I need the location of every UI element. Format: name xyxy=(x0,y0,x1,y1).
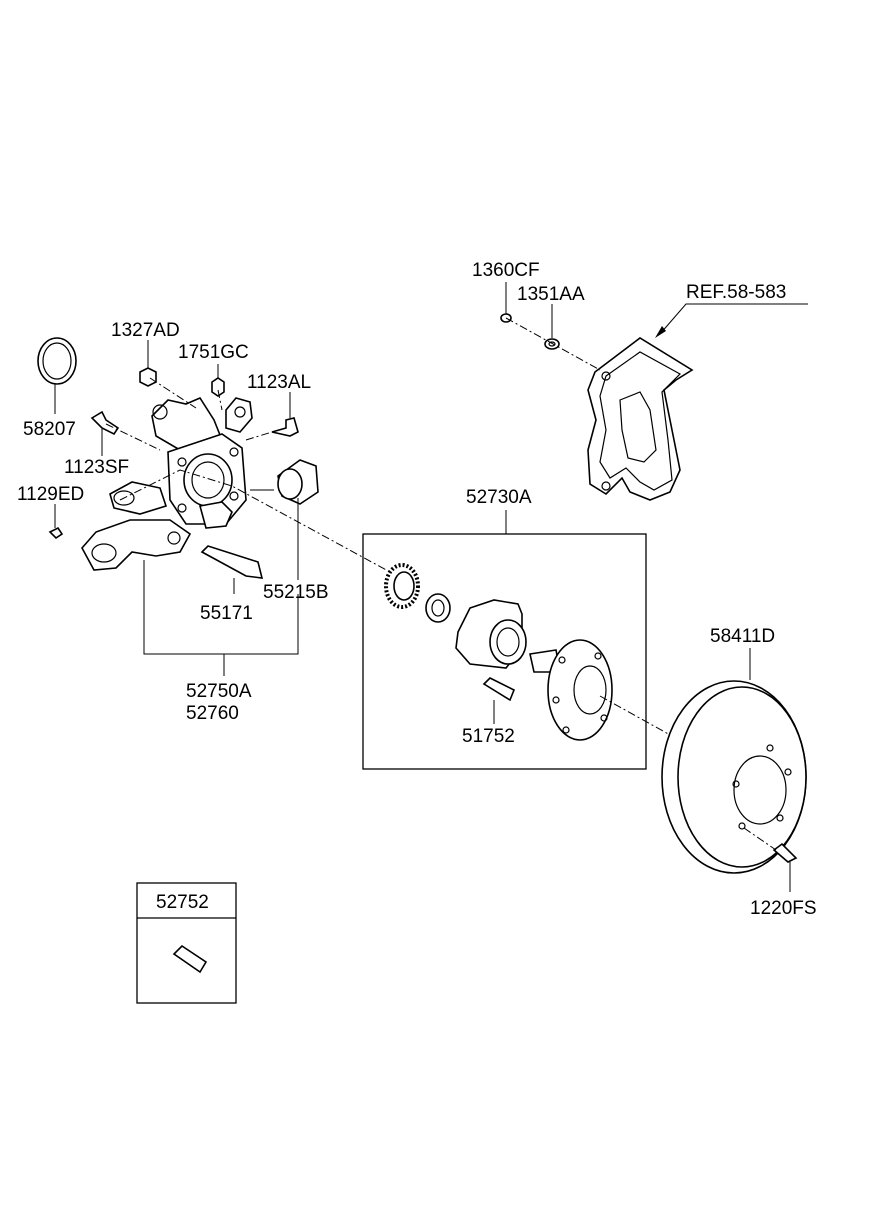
label-52750a: 52750A xyxy=(186,681,252,702)
stud-reference-box xyxy=(136,882,237,1004)
nut-1751gc[interactable] xyxy=(211,377,225,397)
label-1220fs: 1220FS xyxy=(750,898,817,919)
label-55171: 55171 xyxy=(200,603,253,624)
bushing-55215b[interactable] xyxy=(277,459,319,505)
label-1129ed: 1129ED xyxy=(17,484,84,505)
label-55215b: 55215B xyxy=(263,582,329,603)
label-52752: 52752 xyxy=(156,892,209,913)
label-1351aa: 1351AA xyxy=(517,284,585,305)
label-51752: 51752 xyxy=(462,726,515,747)
label-1360cf: 1360CF xyxy=(472,260,540,281)
caliper-bolt-centerline xyxy=(505,317,601,371)
knuckle-bolt-line-3 xyxy=(105,423,161,451)
wheel-stud-51752[interactable] xyxy=(482,677,516,702)
caliper-bracket[interactable] xyxy=(587,337,694,501)
bolt-1123sf[interactable] xyxy=(90,410,120,436)
wheel-hub[interactable] xyxy=(529,639,613,741)
hub-assembly-box xyxy=(362,533,647,770)
label-ref-58-583: REF.58-583 xyxy=(686,282,786,303)
label-58207: 58207 xyxy=(23,419,76,440)
seal-ring-58207[interactable] xyxy=(37,337,77,385)
brake-disc[interactable] xyxy=(661,680,807,874)
steering-knuckle[interactable] xyxy=(81,396,253,571)
bolt-1123al[interactable] xyxy=(271,417,299,437)
screw-1220fs[interactable] xyxy=(772,842,798,863)
label-1327ad: 1327AD xyxy=(111,320,180,341)
knuckle-bolt-line xyxy=(149,377,197,409)
label-1123al: 1123AL xyxy=(247,372,311,393)
wheel-bearing[interactable] xyxy=(455,599,527,669)
bolt-1129ed[interactable] xyxy=(48,526,64,540)
label-1751gc: 1751GC xyxy=(178,342,249,363)
knuckle-bolt-line-2 xyxy=(217,389,223,411)
leader-lines xyxy=(54,282,808,892)
tone-wheel[interactable] xyxy=(384,563,420,609)
disc-screw-line xyxy=(743,827,777,851)
label-1123sf: 1123SF xyxy=(64,457,129,478)
label-52760: 52760 xyxy=(186,703,239,724)
wheel-stud-52752[interactable] xyxy=(172,944,208,974)
label-52730a: 52730A xyxy=(466,487,532,508)
knuckle-bolt-line-4 xyxy=(245,431,273,441)
knuckle-axle-centerline xyxy=(119,469,391,573)
label-58411d: 58411D xyxy=(710,626,775,647)
bearing-seal[interactable] xyxy=(425,593,451,623)
pin-55171[interactable] xyxy=(200,545,264,579)
nut-1327ad[interactable] xyxy=(139,367,157,387)
